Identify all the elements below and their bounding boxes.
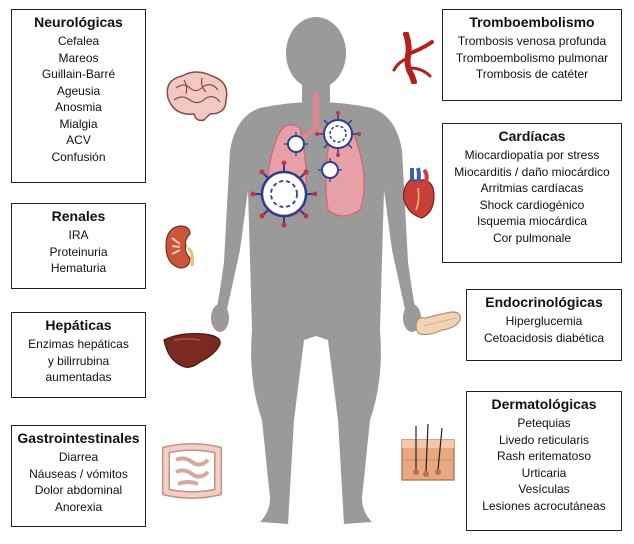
- symptom-item: Anorexia: [54, 499, 103, 514]
- panel-title: Dermatológicas: [491, 396, 597, 412]
- panel-tromboembolismo: Tromboembolismo Trombosis venosa profund…: [442, 9, 622, 101]
- symptom-item: Ageusia: [56, 83, 101, 98]
- panel-title: Tromboembolismo: [469, 14, 595, 30]
- panel-title: Hepáticas: [45, 317, 112, 333]
- symptom-item: IRA: [68, 228, 89, 242]
- symptom-item: aumentadas: [45, 370, 112, 384]
- symptom-item: Guillain-Barré: [41, 67, 116, 81]
- panel-title: Gastrointestinales: [17, 430, 140, 446]
- liver-icon: [163, 333, 221, 368]
- virus-particle: [250, 160, 318, 228]
- symptom-item: Dolor abdominal: [34, 483, 123, 497]
- kidney-icon: [165, 225, 194, 269]
- symptom-item: Anosmia: [55, 100, 102, 114]
- symptom-item: Trombosis venosa profunda: [457, 34, 607, 48]
- symptom-item: ACV: [66, 133, 91, 147]
- symptom-list: Enzimas hepáticas y bilirrubina aumentadas: [12, 336, 145, 386]
- symptom-item: Trombosis de catéter: [475, 67, 589, 81]
- symptom-item: Urticaria: [521, 465, 567, 480]
- symptom-item: Miocardiopatía por stress: [464, 148, 600, 162]
- symptom-item: Diarrea: [58, 450, 99, 464]
- panel-title: Endocrinológicas: [485, 294, 603, 310]
- panel-hepaticas: Hepáticas Enzimas hepáticas y bilirrubina…: [11, 312, 146, 398]
- symptom-item: Vesículas: [518, 482, 570, 496]
- symptom-item: Cefalea: [57, 34, 100, 48]
- symptom-item: Confusión: [51, 149, 106, 164]
- symptom-item: Petequias: [517, 416, 571, 430]
- skin-icon: [401, 423, 455, 481]
- symptom-item: Arritmias cardíacas: [480, 181, 584, 195]
- symptom-item: Hiperglucemia: [505, 314, 583, 328]
- panel-title: Cardíacas: [498, 128, 566, 144]
- symptom-item: Livedo reticularis: [498, 432, 590, 447]
- blood-vessel-icon: [392, 32, 434, 84]
- symptom-item: y bilirrubina: [47, 353, 110, 368]
- symptom-item: Rash eritematoso: [496, 449, 592, 463]
- pancreas-icon: [415, 311, 461, 336]
- virus-particle: [318, 158, 342, 182]
- symptom-item: Mareos: [58, 50, 99, 65]
- symptom-item: Isquemia miocárdica: [476, 214, 588, 228]
- symptom-item: Hematuria: [50, 261, 107, 275]
- symptom-item: Miocarditis / daño miocárdico: [454, 164, 610, 179]
- intestine-icon: [162, 443, 222, 499]
- panel-title: Renales: [51, 208, 106, 224]
- symptom-item: Tromboembolismo pulmonar: [455, 50, 609, 65]
- brain-icon: [166, 71, 228, 122]
- panel-title: Neurológicas: [34, 14, 123, 30]
- virus-particle: [315, 111, 361, 157]
- heart-icon: [403, 167, 435, 219]
- symptom-item: Enzimas hepáticas: [28, 337, 129, 351]
- symptom-item: Náuseas / vómitos: [29, 466, 128, 481]
- symptom-item: Lesiones acrocutáneas: [482, 498, 606, 513]
- symptom-item: Cor pulmonale: [492, 230, 572, 245]
- symptom-item: Shock cardiogénico: [479, 197, 585, 212]
- symptom-item: Proteinuria: [49, 244, 108, 259]
- symptom-item: Cetoacidosis diabética: [483, 330, 605, 345]
- symptom-item: Mialgia: [59, 116, 98, 131]
- virus-particle: [284, 132, 308, 156]
